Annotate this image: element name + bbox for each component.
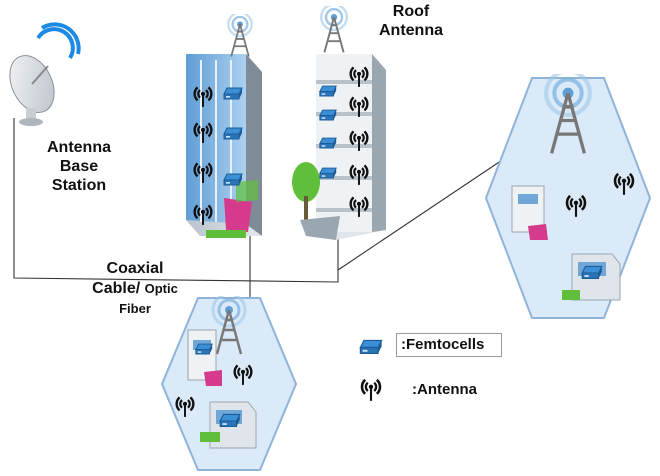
label-line: Antenna [379, 22, 443, 39]
femtocell-icon [219, 413, 241, 428]
legend-femtocell-icon [359, 339, 383, 355]
label-line: Antenna [47, 139, 111, 156]
satellite-dish-icon [9, 22, 81, 126]
roof-antenna-label: Roof Antenna [372, 2, 450, 40]
label-fragment: Optic [144, 281, 178, 296]
legend-antenna: :Antenna [412, 381, 477, 398]
femtocell-icon [319, 167, 337, 179]
small-office-building [511, 185, 548, 240]
label-line: Roof [392, 3, 430, 20]
bottom-cell-hexagon [160, 296, 298, 471]
femtocell-icon [223, 173, 243, 186]
femtocell-icon [319, 137, 337, 149]
femtocell-icon [223, 87, 243, 100]
label-line: Cable/ Optic [60, 279, 210, 299]
roof-tower-icon [227, 14, 253, 58]
label-line: Fiber [119, 301, 151, 316]
right-cell-hexagon [484, 71, 652, 319]
coaxial-cable-label: Coaxial Cable/ Optic Fiber [60, 259, 210, 319]
femtocell-icon [319, 109, 337, 121]
label-line: Base [59, 158, 99, 175]
label-line: Station [51, 177, 107, 194]
roof-tower-icon [320, 6, 348, 54]
label-line: Coaxial [106, 260, 164, 277]
label-fragment: Cable/ [92, 280, 141, 297]
femtocell-icon [223, 127, 243, 140]
femtocell-icon [581, 265, 603, 280]
right-building [292, 54, 386, 240]
legend-femtocells: :Femtocells [396, 333, 502, 357]
legend-antenna-icon [360, 378, 382, 402]
femtocell-icon [195, 343, 213, 355]
femtocell-icon [319, 85, 337, 97]
antenna-base-station-label: Antenna Base Station [30, 138, 128, 195]
